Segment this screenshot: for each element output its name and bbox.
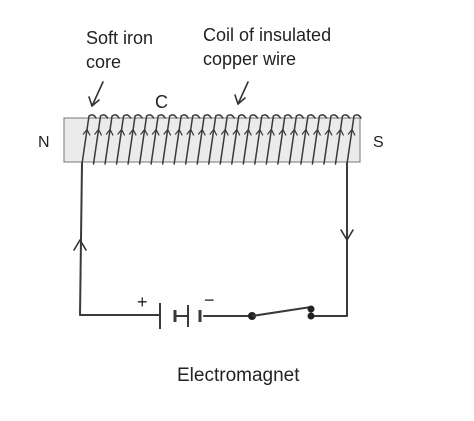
coil-turn-direction-mark <box>232 128 241 136</box>
coil-turn <box>346 114 362 165</box>
coil-turn <box>81 114 97 165</box>
coil-turn-direction-mark <box>174 128 183 136</box>
coil-of-wire <box>81 114 362 165</box>
coil-turn <box>300 114 316 165</box>
coil-turn-direction-mark <box>105 128 114 136</box>
coil-turn-direction-mark <box>278 128 287 136</box>
coil-turn-direction-mark <box>163 128 172 136</box>
coil-turn <box>277 114 293 165</box>
coil-turn <box>323 114 339 165</box>
coil-turn-direction-mark <box>220 128 229 136</box>
coil-turn-direction-mark <box>266 128 275 136</box>
coil-turn <box>92 114 109 165</box>
current-arrow-up <box>73 239 87 251</box>
coil-turn-direction-mark <box>289 128 298 136</box>
coil-turn-direction-mark <box>347 128 356 136</box>
coil-pointer-arrow <box>234 81 249 105</box>
coil-turn <box>219 114 236 165</box>
north-pole-label: N <box>38 134 50 151</box>
coil-turn <box>115 114 132 165</box>
battery-positive-sign: + <box>137 292 148 312</box>
coil-turn-direction-mark <box>140 128 149 136</box>
core-letter-label: C <box>155 92 168 112</box>
coil-turn <box>334 114 351 165</box>
coil-turn <box>288 114 305 165</box>
battery-negative-sign: − <box>204 290 215 310</box>
wire-left-lead <box>79 162 161 316</box>
coil-turn <box>254 114 270 165</box>
coil-turn <box>150 114 166 165</box>
coil-turn <box>127 114 143 165</box>
coil-turn-direction-mark <box>94 128 103 136</box>
coil-turn <box>196 114 212 165</box>
soft-iron-core-label: Soft iron <box>86 28 153 48</box>
coil-turn-direction-mark <box>243 128 252 136</box>
current-arrow-down <box>340 229 354 241</box>
coil-turn-direction-mark <box>255 128 264 136</box>
coil-turn-direction-mark <box>336 128 345 136</box>
coil-turn <box>173 114 189 165</box>
coil-turn <box>138 114 155 165</box>
coil-turn-direction-mark <box>313 128 322 136</box>
coil-turn <box>207 114 224 165</box>
coil-label-line2: copper wire <box>203 49 296 69</box>
coil-turn-direction-mark <box>151 128 160 136</box>
coil-turn <box>311 114 328 165</box>
switch <box>248 305 315 320</box>
coil-turn <box>104 114 120 165</box>
coil-turn <box>231 114 247 165</box>
soft-iron-core-label-line2: core <box>86 52 121 72</box>
coil-turn-direction-mark <box>209 128 218 136</box>
wire-right-lead <box>311 162 348 317</box>
coil-turn-direction-mark <box>324 128 333 136</box>
coil-turn-direction-mark <box>301 128 310 136</box>
coil-turn-direction-mark <box>117 128 126 136</box>
coil-label: Coil of insulated <box>203 25 331 45</box>
core-pointer-arrow <box>88 81 104 107</box>
coil-turn-direction-mark <box>186 128 195 136</box>
battery <box>159 303 202 329</box>
coil-turn-direction-mark <box>82 128 91 136</box>
coil-turn <box>184 114 201 165</box>
coil-turn <box>161 114 178 165</box>
south-pole-label: S <box>373 134 384 151</box>
diagram-caption: Electromagnet <box>177 365 300 386</box>
coil-turn-direction-mark <box>197 128 206 136</box>
coil-turn <box>242 114 259 165</box>
coil-turn-direction-mark <box>128 128 137 136</box>
coil-turn <box>265 114 282 165</box>
